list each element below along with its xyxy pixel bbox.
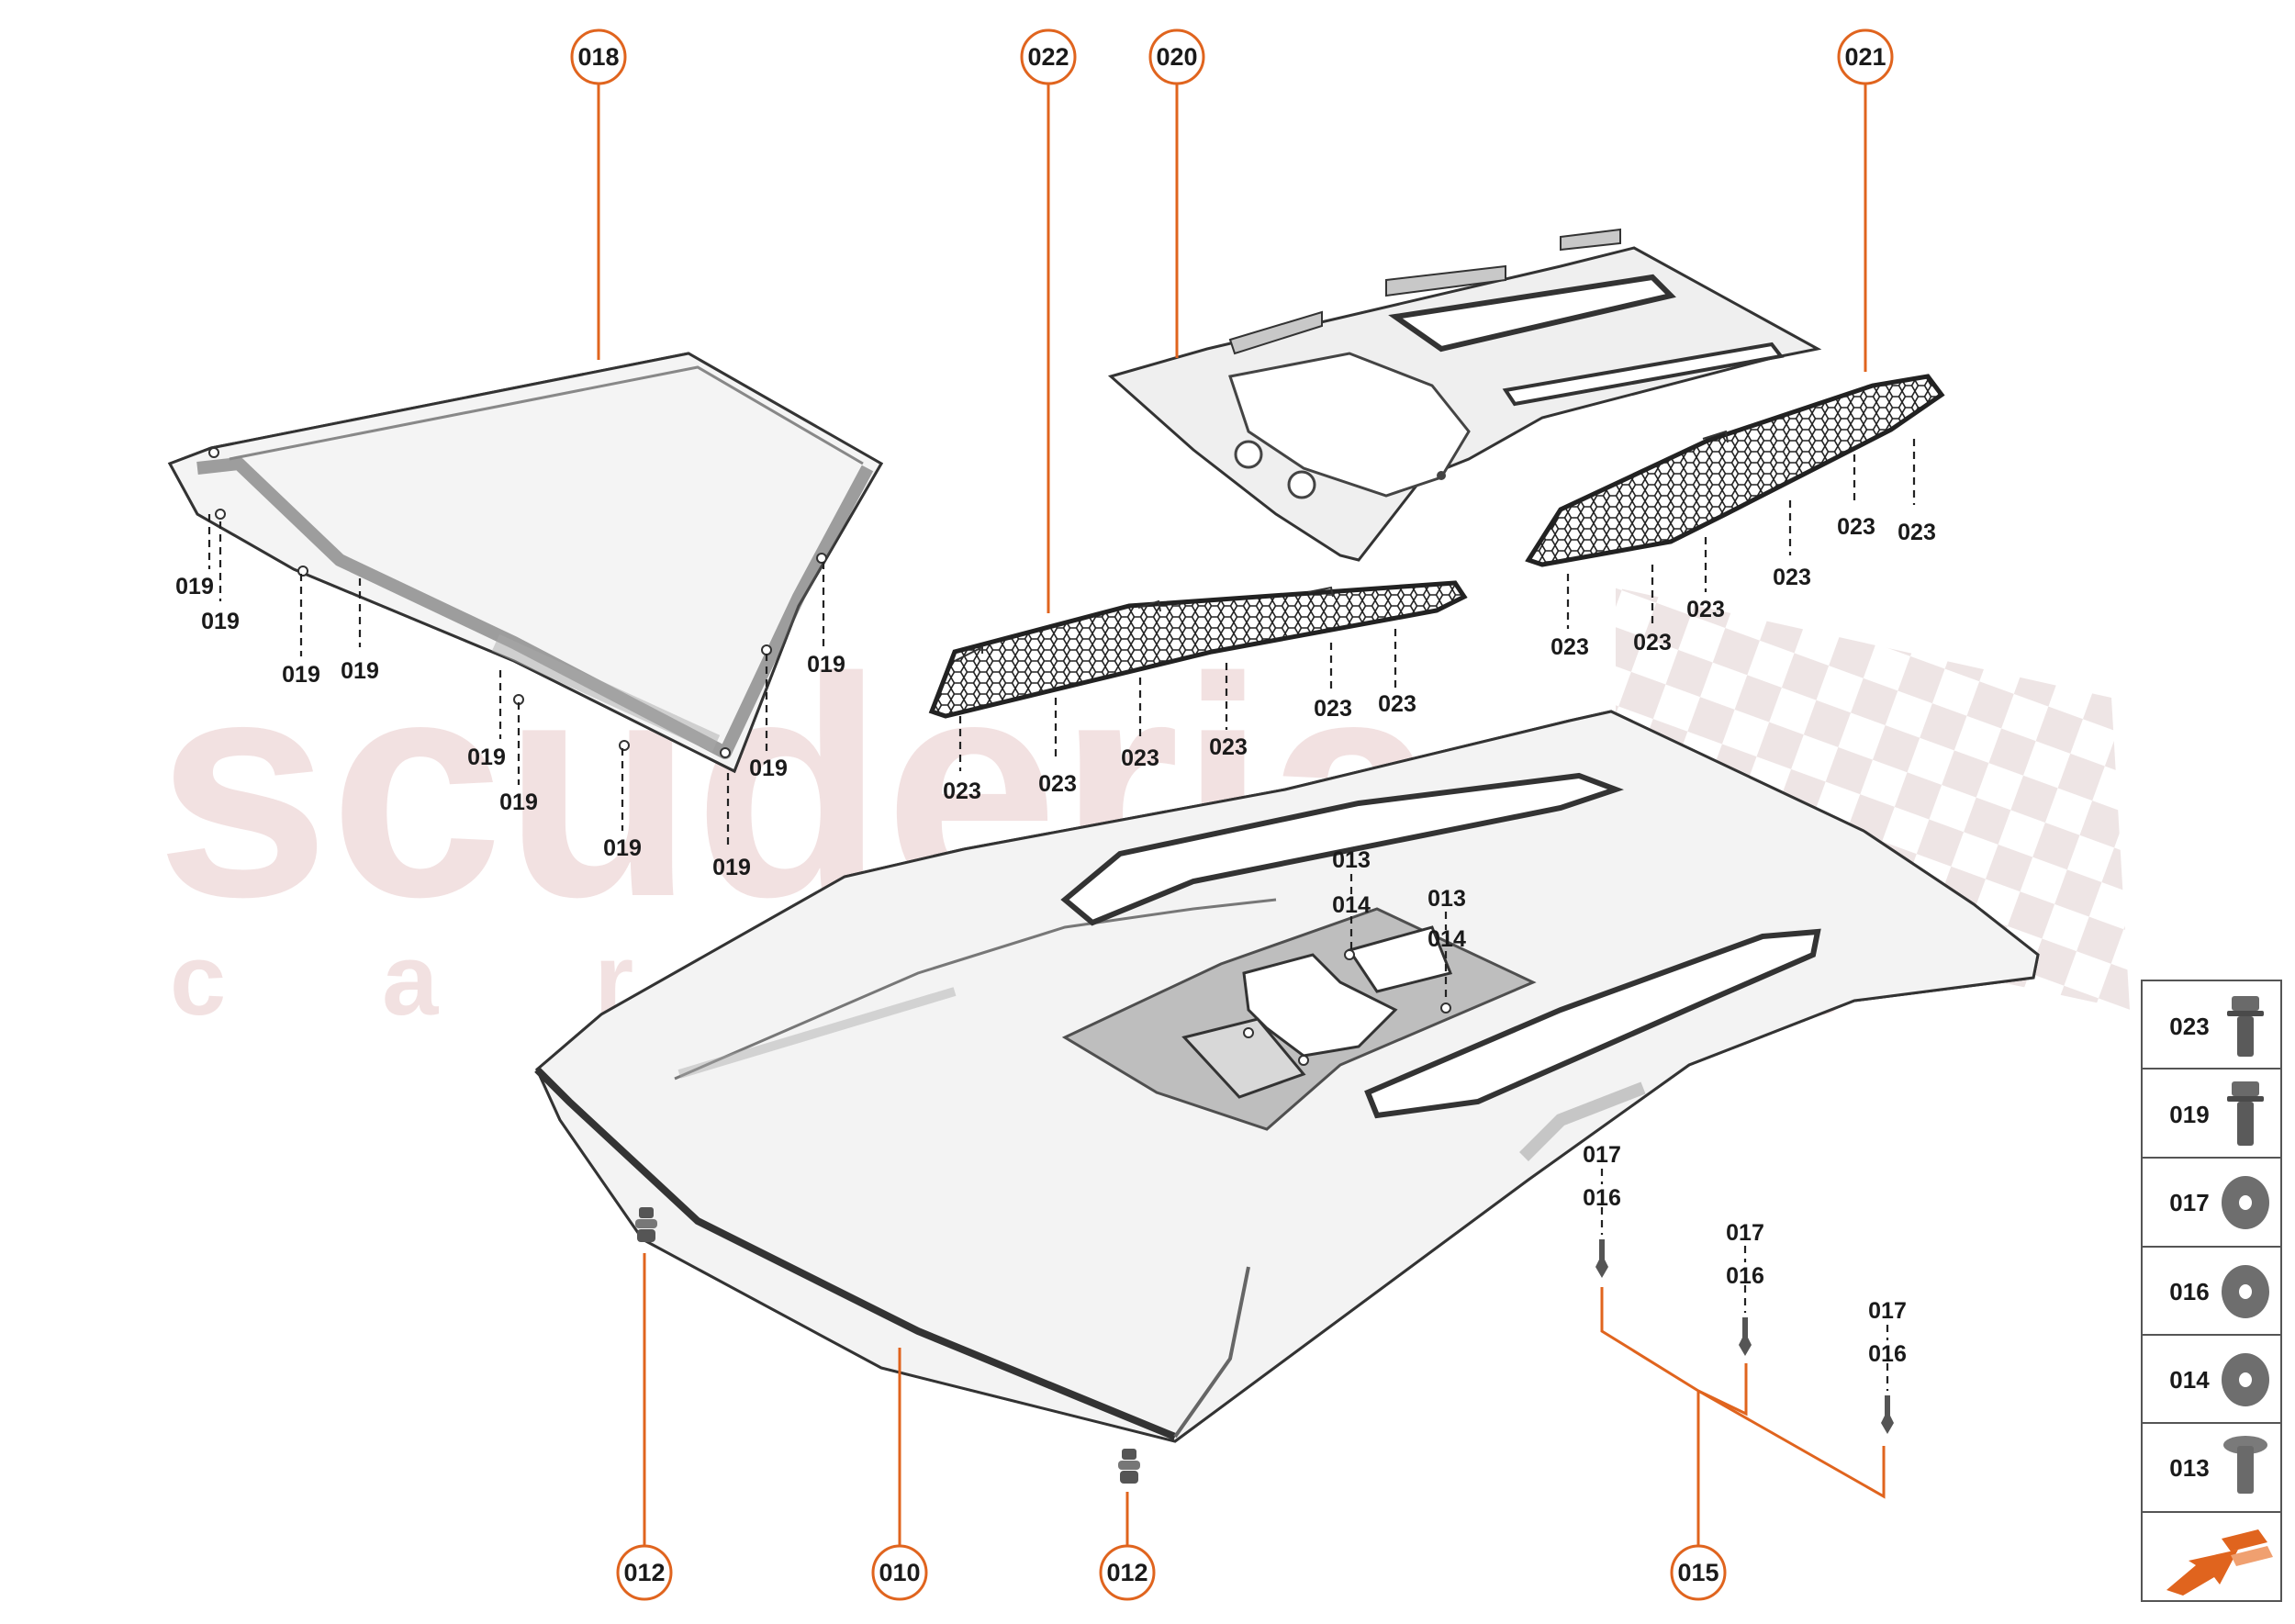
label-023[interactable]: 023 xyxy=(1314,696,1352,722)
legend-code: 013 xyxy=(2169,1454,2209,1482)
legend-code: 014 xyxy=(2169,1366,2210,1394)
label-017[interactable]: 017 xyxy=(1726,1220,1764,1246)
callout-012-left-text: 012 xyxy=(623,1559,665,1586)
washer-icon xyxy=(2222,1265,2269,1318)
label-016[interactable]: 016 xyxy=(1583,1185,1621,1211)
legend-row-016[interactable]: 016 xyxy=(2169,1265,2269,1318)
callout-022-text: 022 xyxy=(1027,43,1069,71)
callout-021[interactable]: 021 xyxy=(1837,28,1894,85)
label-023[interactable]: 023 xyxy=(1209,734,1248,760)
callout-018-text: 018 xyxy=(577,43,619,71)
label-013[interactable]: 013 xyxy=(1332,847,1371,873)
callout-020-text: 020 xyxy=(1156,43,1197,71)
callout-010-text: 010 xyxy=(879,1559,920,1586)
part-015-pins[interactable] xyxy=(1595,1239,1894,1434)
legend-row-019[interactable]: 019 xyxy=(2169,1081,2264,1146)
label-019[interactable]: 019 xyxy=(282,662,320,688)
fastener-legend: 023 019 017 016 xyxy=(2141,980,2282,1602)
legend-code: 017 xyxy=(2169,1189,2209,1216)
legend-code: 019 xyxy=(2169,1101,2209,1128)
callout-012-right[interactable]: 012 xyxy=(1099,1544,1156,1601)
legend-row-013[interactable]: 013 xyxy=(2169,1436,2267,1494)
label-023[interactable]: 023 xyxy=(1773,565,1811,590)
callout-010[interactable]: 010 xyxy=(871,1544,928,1601)
part-022-left-grille[interactable] xyxy=(928,580,1468,719)
callout-leaders xyxy=(597,83,1886,1547)
fastener-labels: 019 019 019 019 019 019 019 019 019 019 … xyxy=(175,514,1936,1367)
part-012-buffer-left[interactable] xyxy=(635,1207,657,1242)
label-023[interactable]: 023 xyxy=(1837,514,1875,540)
pan-head-screw-icon xyxy=(2223,1436,2267,1494)
label-023[interactable]: 023 xyxy=(1551,634,1589,660)
label-019[interactable]: 019 xyxy=(341,658,379,684)
label-023[interactable]: 023 xyxy=(943,778,981,804)
flange-bolt-icon xyxy=(2227,996,2264,1057)
part-021-right-grille[interactable] xyxy=(1525,374,1945,567)
callout-012-right-text: 012 xyxy=(1106,1559,1148,1586)
label-019[interactable]: 019 xyxy=(749,756,788,781)
washer-icon xyxy=(2222,1176,2269,1229)
label-023[interactable]: 023 xyxy=(1121,745,1159,771)
label-014[interactable]: 014 xyxy=(1332,892,1371,918)
label-019[interactable]: 019 xyxy=(467,745,506,770)
label-016[interactable]: 016 xyxy=(1726,1263,1764,1289)
callout-012-left[interactable]: 012 xyxy=(616,1544,673,1601)
label-023[interactable]: 023 xyxy=(1038,771,1077,797)
legend-code: 023 xyxy=(2169,1013,2209,1040)
legend-row-023[interactable]: 023 xyxy=(2169,996,2264,1057)
label-023[interactable]: 023 xyxy=(1378,691,1416,717)
label-014[interactable]: 014 xyxy=(1427,926,1466,952)
washer-icon xyxy=(2222,1353,2269,1406)
label-019[interactable]: 019 xyxy=(499,790,538,815)
label-023[interactable]: 023 xyxy=(1686,597,1725,622)
label-019[interactable]: 019 xyxy=(807,652,845,678)
callout-015-text: 015 xyxy=(1677,1559,1718,1586)
label-016[interactable]: 016 xyxy=(1868,1341,1907,1367)
callout-018[interactable]: 018 xyxy=(570,28,627,85)
callout-021-text: 021 xyxy=(1844,43,1886,71)
part-018-intake-cover[interactable] xyxy=(167,352,884,774)
callout-020[interactable]: 020 xyxy=(1148,28,1205,85)
callout-022[interactable]: 022 xyxy=(1020,28,1077,85)
legend-row-014[interactable]: 014 xyxy=(2169,1353,2269,1406)
part-012-buffer-right[interactable] xyxy=(1118,1449,1140,1484)
label-019[interactable]: 019 xyxy=(175,574,214,599)
label-019[interactable]: 019 xyxy=(603,835,642,861)
part-010-engine-lid[interactable] xyxy=(534,710,2040,1443)
label-013[interactable]: 013 xyxy=(1427,886,1466,912)
fastener-leaders xyxy=(207,439,1916,1391)
part-020-inner-tray[interactable] xyxy=(1107,228,1822,562)
label-019[interactable]: 019 xyxy=(201,609,240,634)
label-023[interactable]: 023 xyxy=(1633,630,1672,655)
flange-bolt-icon xyxy=(2227,1081,2264,1146)
label-019[interactable]: 019 xyxy=(712,855,751,880)
label-023[interactable]: 023 xyxy=(1898,520,1936,545)
label-017[interactable]: 017 xyxy=(1583,1142,1621,1168)
callout-015[interactable]: 015 xyxy=(1670,1544,1727,1601)
next-page-arrow-icon[interactable] xyxy=(2166,1529,2273,1596)
legend-row-017[interactable]: 017 xyxy=(2169,1176,2269,1229)
legend-code: 016 xyxy=(2169,1278,2209,1305)
label-017[interactable]: 017 xyxy=(1868,1298,1907,1324)
